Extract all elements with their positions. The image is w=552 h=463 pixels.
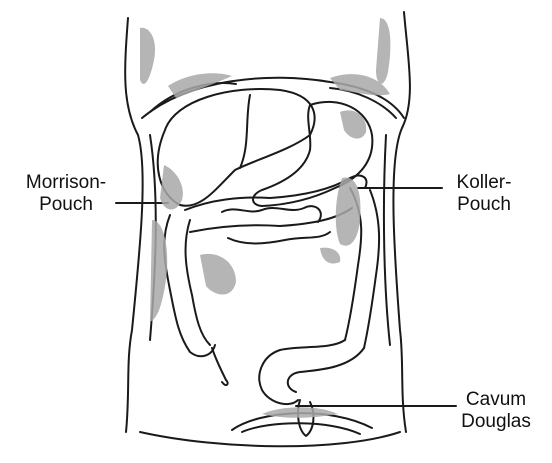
- shading-left-lower: [200, 254, 236, 295]
- shading-koller: [336, 178, 361, 246]
- cavum-douglas-label: Cavum Douglas: [448, 389, 544, 433]
- morrison-pouch-label: Morrison- Pouch: [10, 172, 122, 216]
- morrison-label-line1: Morrison-: [10, 172, 122, 194]
- koller-label-line1: Koller-: [444, 172, 524, 194]
- koller-pouch-label: Koller- Pouch: [444, 172, 524, 216]
- shading-right-lower: [320, 248, 340, 264]
- shading-left-top: [168, 73, 232, 98]
- shading-upper-right: [376, 18, 390, 84]
- body-outline-right: [393, 12, 409, 432]
- morrison-label-line2: Pouch: [10, 194, 122, 216]
- peritoneal-line-right: [384, 135, 390, 345]
- shading-upper-left: [140, 28, 155, 84]
- appendix: [212, 348, 228, 385]
- douglas-label-line2: Douglas: [448, 411, 544, 433]
- small-intestine: [222, 206, 321, 222]
- douglas-label-line1: Cavum: [448, 389, 544, 411]
- liver-lobe-line: [240, 95, 250, 168]
- shading-morrison: [160, 165, 183, 210]
- pelvis-base: [140, 432, 400, 446]
- shading-douglas: [262, 407, 338, 418]
- transverse-colon-lower: [190, 208, 352, 232]
- koller-label-line2: Pouch: [444, 194, 524, 216]
